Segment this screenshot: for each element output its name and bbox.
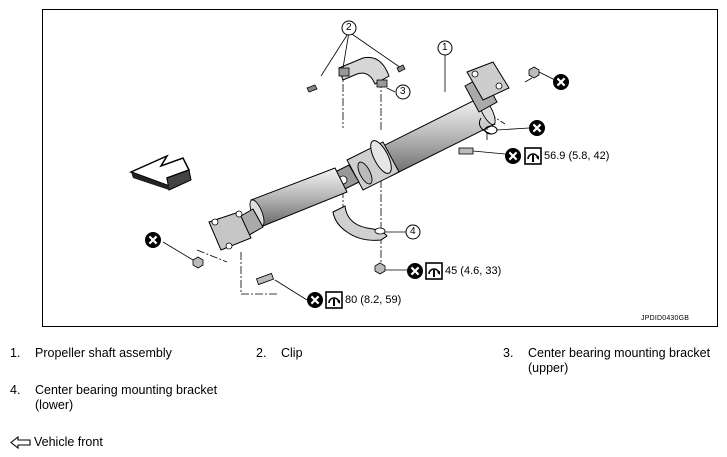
torque-front-bolt: 80 (8.2, 59) (345, 294, 402, 306)
callout-circles (341, 20, 453, 240)
x-circle-icon (405, 261, 425, 281)
outline-arrow-left-icon (10, 436, 31, 449)
x-circle-icon (551, 72, 571, 92)
legend-number: 4. (10, 383, 21, 397)
x-circle-icon (143, 230, 163, 250)
torque-bracket-nut: 45 (4.6, 33) (445, 265, 502, 277)
vehicle-front-label: Vehicle front (34, 435, 103, 449)
legend-number: 2. (256, 346, 267, 360)
torque-wrench-icon (524, 147, 542, 165)
vehicle-front-arrow (129, 154, 192, 191)
torque-wrench-icon (325, 291, 343, 309)
callout-1: 1 (442, 42, 448, 53)
upper-bracket (338, 56, 396, 93)
rear-fasteners (458, 66, 556, 155)
legend-item-2: 2. Clip (256, 346, 456, 362)
legend-text: Center bearing mounting bracket (lower) (35, 383, 218, 412)
legend-text: Clip (281, 346, 303, 360)
legend-item-1: 1. Propeller shaft assembly (10, 346, 230, 362)
lower-bracket (332, 205, 407, 275)
x-circle-icon (527, 118, 547, 138)
callout-1-circle (437, 40, 453, 56)
legend-text: Propeller shaft assembly (35, 346, 172, 360)
diagram-figure: 2 1 3 4 56.9 (5.8, 42) 45 (4.6, 33) 80 (… (42, 9, 718, 327)
front-fasteners (162, 241, 308, 301)
callout-4: 4 (410, 226, 416, 237)
legend-item-3: 3. Center bearing mounting bracket (uppe… (503, 346, 725, 378)
x-circle-icon (305, 290, 325, 310)
callout-3-circle (395, 84, 411, 100)
callout-2-circle (341, 20, 357, 36)
callout-4-circle (405, 224, 421, 240)
x-circle-icon (503, 146, 523, 166)
callout-3: 3 (400, 86, 406, 97)
torque-wrench-icon (425, 262, 443, 280)
propeller-shaft (208, 48, 510, 251)
legend-item-4: 4. Center bearing mounting bracket (lowe… (10, 383, 250, 415)
legend-number: 3. (503, 346, 514, 360)
diagram-drawing (129, 20, 571, 310)
torque-rear-flange: 56.9 (5.8, 42) (544, 150, 610, 162)
alignment-lines (196, 70, 540, 295)
legend-text: Center bearing mounting bracket (upper) (528, 346, 711, 375)
clip-leaders (306, 31, 406, 93)
legend-number: 1. (10, 346, 21, 360)
callout-2: 2 (346, 22, 352, 33)
figure-code: JPDID0430GB (641, 315, 690, 322)
